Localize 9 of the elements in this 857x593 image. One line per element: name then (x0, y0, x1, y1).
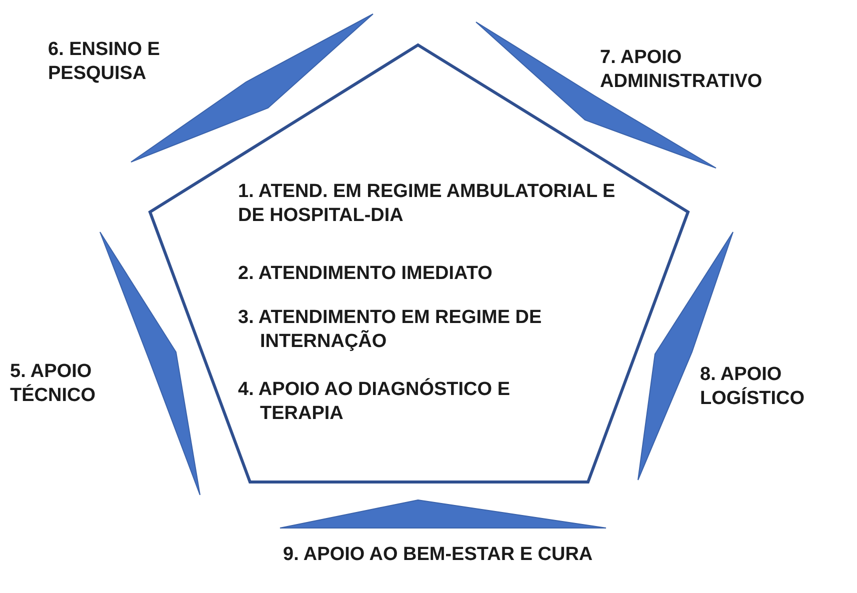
node-label: 7. APOIO ADMINISTRATIVO (600, 46, 764, 94)
node-label: 9. APOIO AO BEM-ESTAR E CURA (283, 543, 594, 567)
node-label: 5. APOIO TÉCNICO (10, 360, 96, 408)
list-item: 4. APOIO AO DIAGNÓSTICO E TERAPIA (238, 378, 512, 426)
list-item: 3. ATENDIMENTO EM REGIME DE INTERNAÇÃO (238, 306, 543, 354)
list-item: 2. ATENDIMENTO IMEDIATO (238, 262, 494, 286)
node-label: 6. ENSINO E PESQUISA (48, 38, 161, 86)
list-item: 1. ATEND. EM REGIME AMBULATORIAL E DE HOSPITAL-DIA (238, 180, 616, 228)
node-label: 8. APOIO LOGÍSTICO (700, 363, 806, 411)
